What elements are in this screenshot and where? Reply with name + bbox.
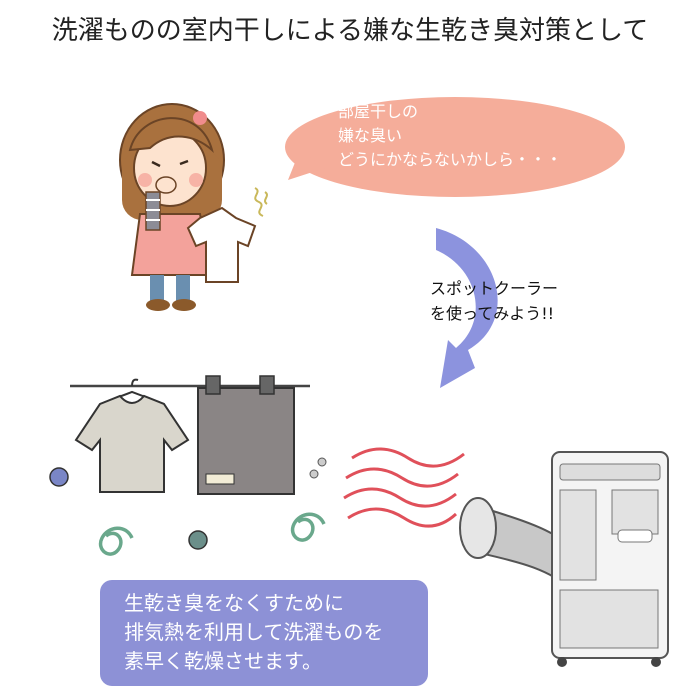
page-title: 洗濯ものの室内干しによる嫌な生乾き臭対策として [51,16,649,46]
speech-bubble-line: どうにかならないかしら・・・ [338,150,563,169]
smelly-shirt-icon [186,187,268,283]
speech-bubble-shape [285,97,625,197]
info-box-line: 排気熱を利用して洗濯ものを [124,620,384,644]
speech-bubble-line: 部屋干しの [338,102,419,121]
arrow-caption-line: を使ってみよう!! [430,304,555,323]
spot-cooler-icon [551,451,669,667]
woman-holding-nose-icon [119,103,225,311]
towel-on-clips-icon [197,375,295,495]
speech-bubble-text: 部屋干しの 嫌な臭い どうにかならないかしら・・・ [338,100,562,172]
info-box-line: 生乾き臭をなくすために [124,591,344,615]
info-box [100,580,428,686]
arrow-caption: スポットクーラー を使ってみよう!! [430,276,558,326]
info-box-text: 生乾き臭をなくすために 排気熱を利用して洗濯ものを 素早く乾燥させます。 [124,589,383,676]
swirl-icon [98,512,326,556]
arrow-caption-line: スポットクーラー [430,279,559,298]
curved-arrow-icon [436,228,498,388]
heat-wave-icon [343,447,465,528]
shirt-on-hanger-icon [74,378,190,493]
speech-bubble-line: 嫌な臭い [338,126,403,145]
germ-icon [49,457,327,550]
info-box-line: 素早く乾燥させます。 [124,649,322,673]
